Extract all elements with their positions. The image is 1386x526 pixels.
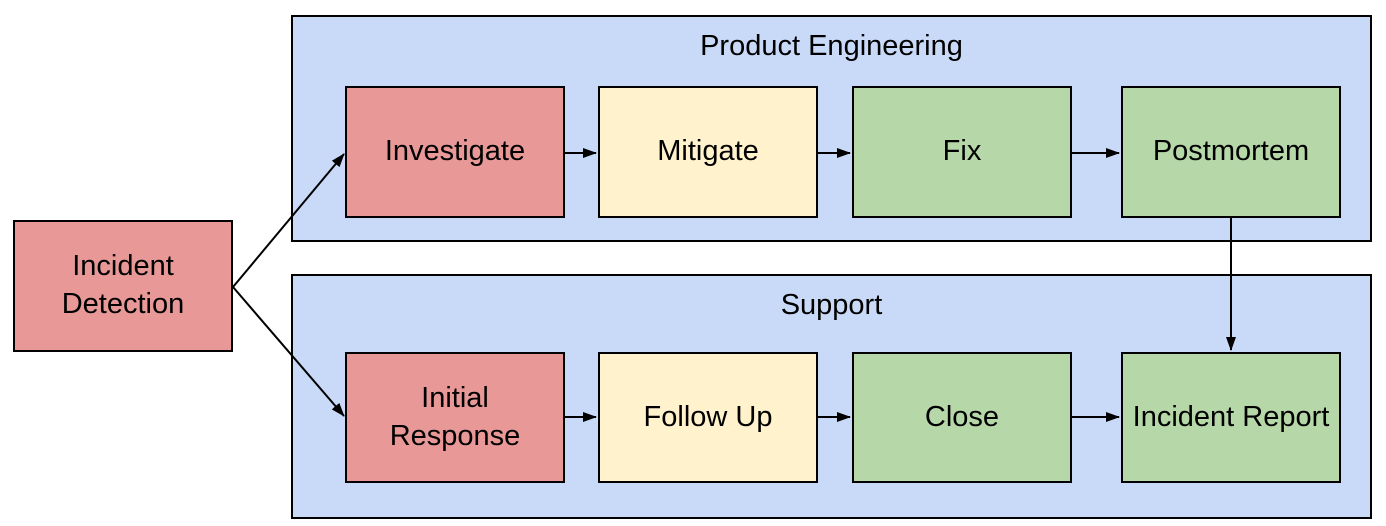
node-follow-up: Follow Up	[598, 352, 818, 483]
node-initial-response: Initial Response	[345, 352, 565, 483]
node-incident-detection: Incident Detection	[13, 220, 233, 352]
node-investigate: Investigate	[345, 86, 565, 218]
container-title-product-engineering: Product Engineering	[700, 30, 963, 62]
node-mitigate: Mitigate	[598, 86, 818, 218]
node-postmortem: Postmortem	[1121, 86, 1341, 218]
node-close: Close	[852, 352, 1072, 483]
node-fix: Fix	[852, 86, 1072, 218]
node-incident-report: Incident Report	[1121, 352, 1341, 483]
container-title-support: Support	[780, 289, 883, 321]
